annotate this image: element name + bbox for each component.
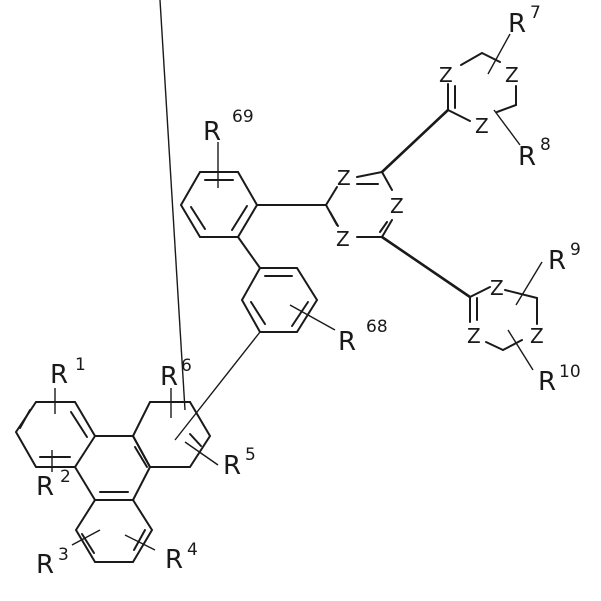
label-r2: R 2 <box>36 467 71 502</box>
svg-text:8: 8 <box>540 135 551 155</box>
svg-text:R: R <box>223 451 241 481</box>
svg-text:10: 10 <box>559 362 581 382</box>
atom-z: Z <box>336 227 350 251</box>
label-r9: R 9 <box>548 240 581 276</box>
svg-text:4: 4 <box>187 540 198 560</box>
bond-to-lower-azine <box>380 235 472 299</box>
svg-text:69: 69 <box>232 107 254 127</box>
central-azine-ring: Z Z Z <box>325 166 404 251</box>
svg-text:5: 5 <box>245 445 256 465</box>
label-r5: R 5 <box>223 445 256 481</box>
atom-z: Z <box>439 63 453 87</box>
upper-azine-ring: Z Z Z <box>439 33 521 146</box>
svg-text:R: R <box>203 117 221 147</box>
label-r1: R 1 <box>50 355 86 390</box>
label-r7: R 7 <box>508 3 541 39</box>
atom-z: Z <box>467 324 481 348</box>
bond-ringA-ringB <box>237 236 261 269</box>
svg-text:6: 6 <box>181 356 192 376</box>
atom-z: Z <box>475 114 489 138</box>
phenyl-ring-r68 <box>240 267 336 333</box>
label-r10: R 10 <box>538 362 581 397</box>
lower-azine-ring: Z Z Z <box>467 261 544 371</box>
svg-text:R: R <box>548 246 566 276</box>
svg-text:9: 9 <box>570 240 581 260</box>
label-r3: R 3 <box>36 545 69 580</box>
svg-text:2: 2 <box>60 467 71 487</box>
label-r8: R 8 <box>518 135 551 172</box>
svg-text:R: R <box>50 360 68 390</box>
phenyl-ring-r69 <box>179 142 259 238</box>
atom-z: Z <box>505 63 519 87</box>
atom-z: Z <box>530 324 544 348</box>
label-r4: R 4 <box>165 540 198 575</box>
svg-text:1: 1 <box>75 355 86 375</box>
svg-text:68: 68 <box>366 317 388 337</box>
label-r6: R 6 <box>160 356 192 392</box>
svg-text:7: 7 <box>530 3 541 23</box>
atom-z: Z <box>337 166 351 190</box>
atom-z: Z <box>390 194 404 218</box>
svg-text:R: R <box>538 367 556 397</box>
svg-text:R: R <box>160 362 178 392</box>
svg-text:R: R <box>518 142 536 172</box>
svg-text:R: R <box>508 9 526 39</box>
label-r68: R 68 <box>338 317 388 357</box>
triphenylene-core <box>14 0 219 563</box>
svg-text:R: R <box>36 472 54 502</box>
bond-to-upper-azine <box>380 108 450 174</box>
label-r69: R 69 <box>203 107 254 147</box>
svg-text:R: R <box>338 327 356 357</box>
svg-text:R: R <box>36 550 54 580</box>
svg-text:R: R <box>165 545 183 575</box>
atom-z: Z <box>490 276 504 300</box>
bond-ringB-triphenylene <box>174 331 261 441</box>
svg-text:3: 3 <box>58 545 69 565</box>
